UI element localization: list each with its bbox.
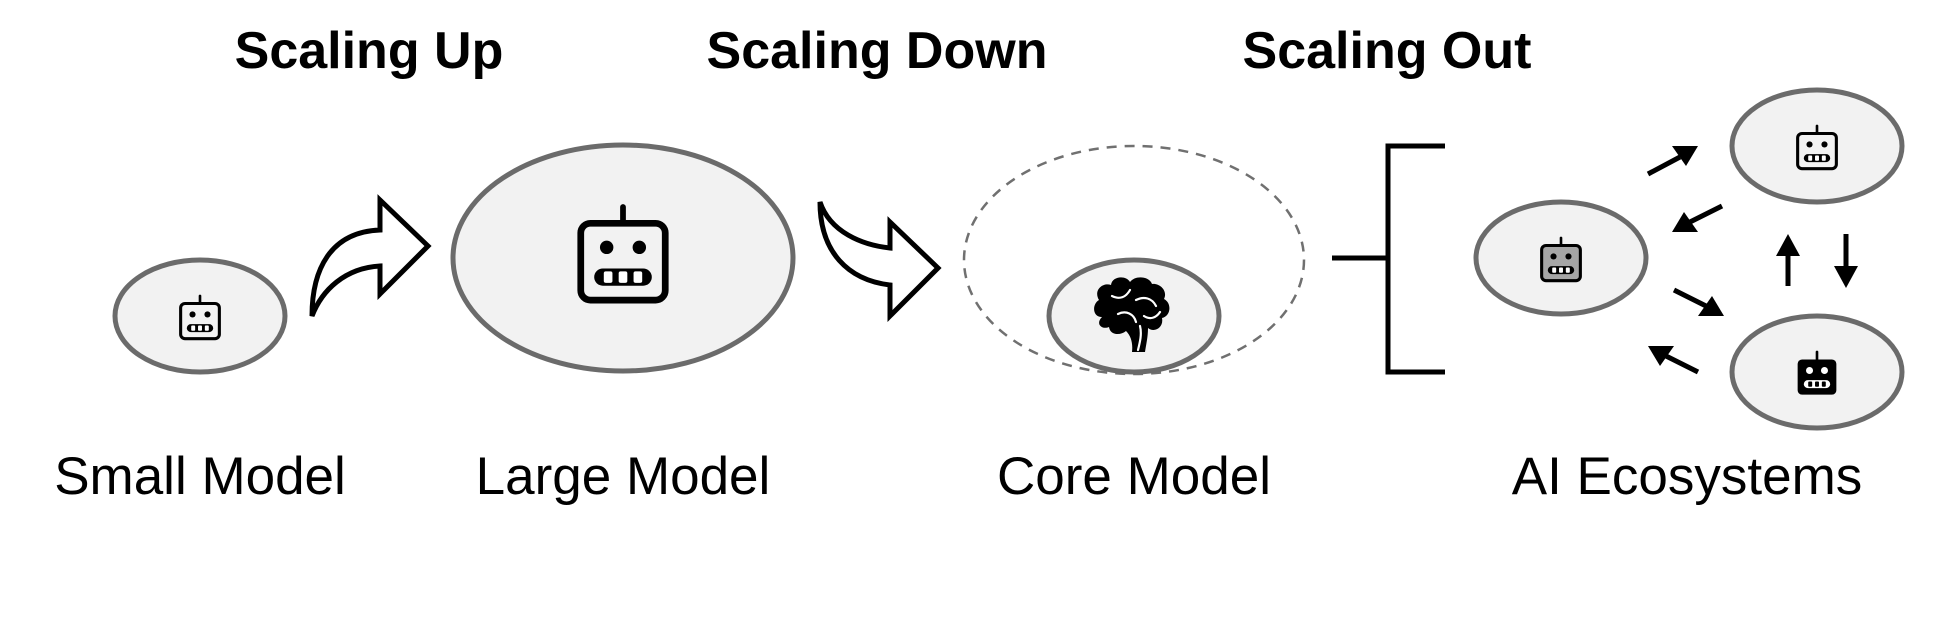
ecosystem-agent-top — [1729, 87, 1905, 205]
ecosystem-arrows — [1646, 146, 1858, 375]
ecosystem-agent-middle — [1473, 199, 1649, 317]
ecosystem-bracket — [1332, 143, 1445, 375]
brain-icon — [1094, 277, 1170, 352]
robot-icon — [1540, 236, 1582, 283]
scaling-down-arrow — [817, 201, 942, 323]
small-model-node — [112, 257, 288, 375]
heading-scaling-down: Scaling Down — [707, 22, 1048, 80]
label-core-model: Core Model — [997, 447, 1271, 506]
heading-scaling-out: Scaling Out — [1243, 22, 1532, 80]
large-model-node — [450, 142, 796, 374]
label-large-model: Large Model — [476, 447, 771, 506]
label-ai-ecosystems: AI Ecosystems — [1512, 447, 1862, 506]
heading-scaling-up: Scaling Up — [235, 22, 504, 80]
label-small-model: Small Model — [54, 447, 346, 506]
core-model-node — [962, 144, 1306, 376]
scaling-up-arrow — [309, 194, 432, 317]
ecosystem-agent-bottom — [1729, 313, 1905, 431]
